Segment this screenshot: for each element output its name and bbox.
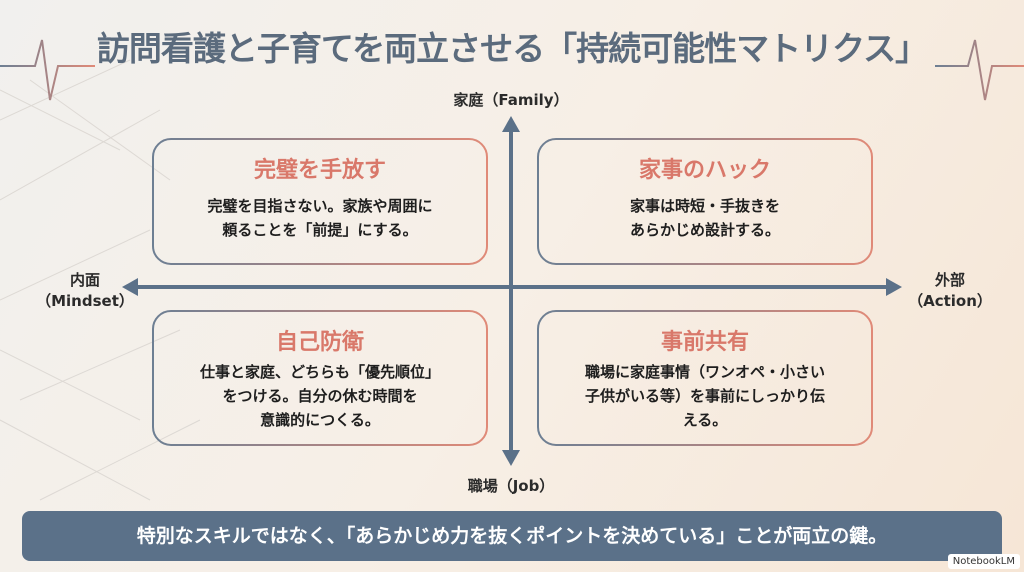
axis-label-left-main: 内面 bbox=[69, 271, 100, 289]
axis-label-left: 内面 （Mindset） bbox=[20, 270, 150, 312]
quadrant-text: 家事は時短・手抜きをあらかじめ設計する。 bbox=[629, 197, 780, 239]
vertical-axis bbox=[502, 116, 520, 466]
quadrant-title: 完璧を手放す bbox=[253, 158, 386, 183]
quadrant-card-top-left: 完璧を手放す 完璧を目指さない。家族や周囲に頼ることを「前提」にする。 bbox=[152, 138, 488, 265]
axis-label-right: 外部 （Action） bbox=[885, 270, 1015, 312]
quadrant-text: 職場に家庭事情（ワンオペ・小さい子供がいる等）を事前にしっかり伝える。 bbox=[584, 363, 825, 429]
ecg-left-icon bbox=[0, 39, 95, 101]
quadrant-title: 自己防衛 bbox=[275, 330, 364, 355]
horizontal-axis bbox=[122, 278, 902, 296]
notebooklm-watermark: NotebookLM bbox=[947, 554, 1020, 569]
summary-banner: 特別なスキルではなく、「あらかじめ力を抜くポイントを決めている」ことが両立の鍵。 bbox=[22, 511, 1002, 561]
quadrant-title: 家事のハック bbox=[638, 158, 771, 183]
quadrant-card-top-right: 家事のハック 家事は時短・手抜きをあらかじめ設計する。 bbox=[537, 138, 873, 265]
axis-label-right-sub: （Action） bbox=[908, 292, 992, 310]
quadrant-text: 仕事と家庭、どちらも「優先順位」をつける。自分の休む時間を意識的につくる。 bbox=[199, 363, 440, 429]
ecg-right-icon bbox=[935, 39, 1024, 101]
axis-label-top: 家庭（Family） bbox=[453, 91, 569, 109]
quadrant-title: 事前共有 bbox=[660, 330, 749, 355]
page-title: 訪問看護と子育てを両立させる「持続可能性マトリクス」 bbox=[96, 29, 928, 68]
quadrant-card-bottom-left: 自己防衛 仕事と家庭、どちらも「優先順位」をつける。自分の休む時間を意識的につく… bbox=[152, 310, 488, 446]
quadrant-text: 完璧を目指さない。家族や周囲に頼ることを「前提」にする。 bbox=[207, 197, 433, 239]
axis-label-right-main: 外部 bbox=[934, 271, 965, 289]
axis-label-bottom: 職場（Job） bbox=[467, 477, 555, 495]
axis-label-left-sub: （Mindset） bbox=[36, 292, 134, 310]
quadrant-card-bottom-right: 事前共有 職場に家庭事情（ワンオペ・小さい子供がいる等）を事前にしっかり伝える。 bbox=[537, 310, 873, 446]
